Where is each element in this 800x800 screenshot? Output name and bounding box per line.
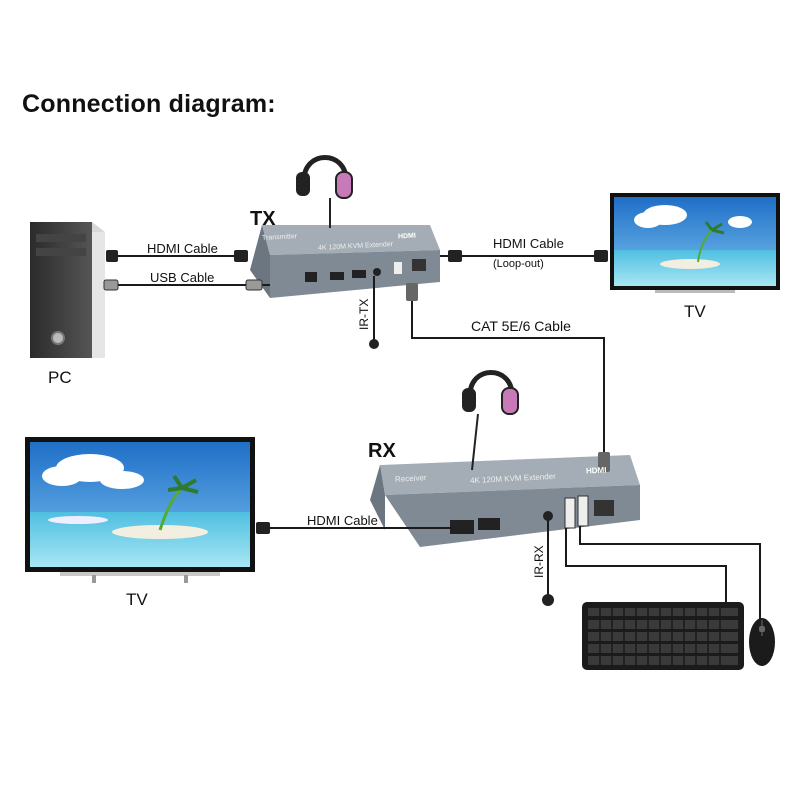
loop-out-label: (Loop-out) [493,258,544,270]
hdmi-plug-icon [256,522,270,534]
usb-plug-icon [245,279,263,291]
usb-cable-label: USB Cable [150,270,215,285]
rx-side-text: Receiver [394,473,427,484]
keyboard-icon [582,602,744,670]
hdmi-cable-rx-label: HDMI Cable [307,513,378,528]
pc-tower [30,222,105,358]
pc-label: PC [48,368,72,387]
cat-cable-label: CAT 5E/6 Cable [471,318,571,334]
hdmi-plug-icon [448,250,462,262]
mouse-cable [579,526,761,620]
tx-usb-port [394,262,402,274]
tv-top [610,193,780,293]
hdmi-plug-icon [234,250,248,262]
tx-hdmi-out-port [352,270,366,278]
usb-plug-icon [103,279,119,291]
tv-bottom [25,437,255,583]
rj45-plug-icon [406,283,418,301]
keyboard-cable [565,528,727,610]
tx-extender [250,225,440,298]
rx-audio-port [543,511,553,521]
hdmi-plug-icon [452,520,468,534]
diagram-title: Connection diagram: [22,90,276,118]
ir-sensor-icon [369,339,379,349]
rx-usb2-port [577,495,589,527]
tx-brand-text: HDMI [397,232,417,241]
cables [115,255,761,620]
rx-rj45-port [594,500,614,516]
tx-hdmi-in-port [330,272,344,280]
headphones-rx-icon [462,370,519,471]
ir-rx-label: IR-RX [532,545,546,578]
power-button-icon [51,331,65,345]
ir-tx-label: IR-TX [357,298,371,330]
tx-dc-port [305,272,317,282]
tx-audio-port [373,268,381,276]
tx-label: TX [250,208,276,230]
rx-hdmi-port [478,518,500,530]
rj45-plug-icon [598,452,610,472]
hdmi-cable-loop-label: HDMI Cable [493,236,564,251]
tv-bottom-label: TV [126,590,148,609]
rx-brand-text: HDMI [585,465,607,476]
mouse-icon [749,618,775,666]
connectors [103,250,610,606]
hdmi-plug-icon [106,250,118,262]
tx-rj45-port [412,259,426,271]
hdmi-cable-pc-label: HDMI Cable [147,241,218,256]
rx-extender [370,455,640,547]
ir-sensor-icon [542,594,554,606]
rx-label: RX [368,440,396,462]
rx-usb1-port [564,497,576,529]
headphones-tx-icon [296,155,353,228]
cat-cable [411,298,605,455]
hdmi-plug-icon [594,250,608,262]
tv-top-label: TV [684,302,706,321]
